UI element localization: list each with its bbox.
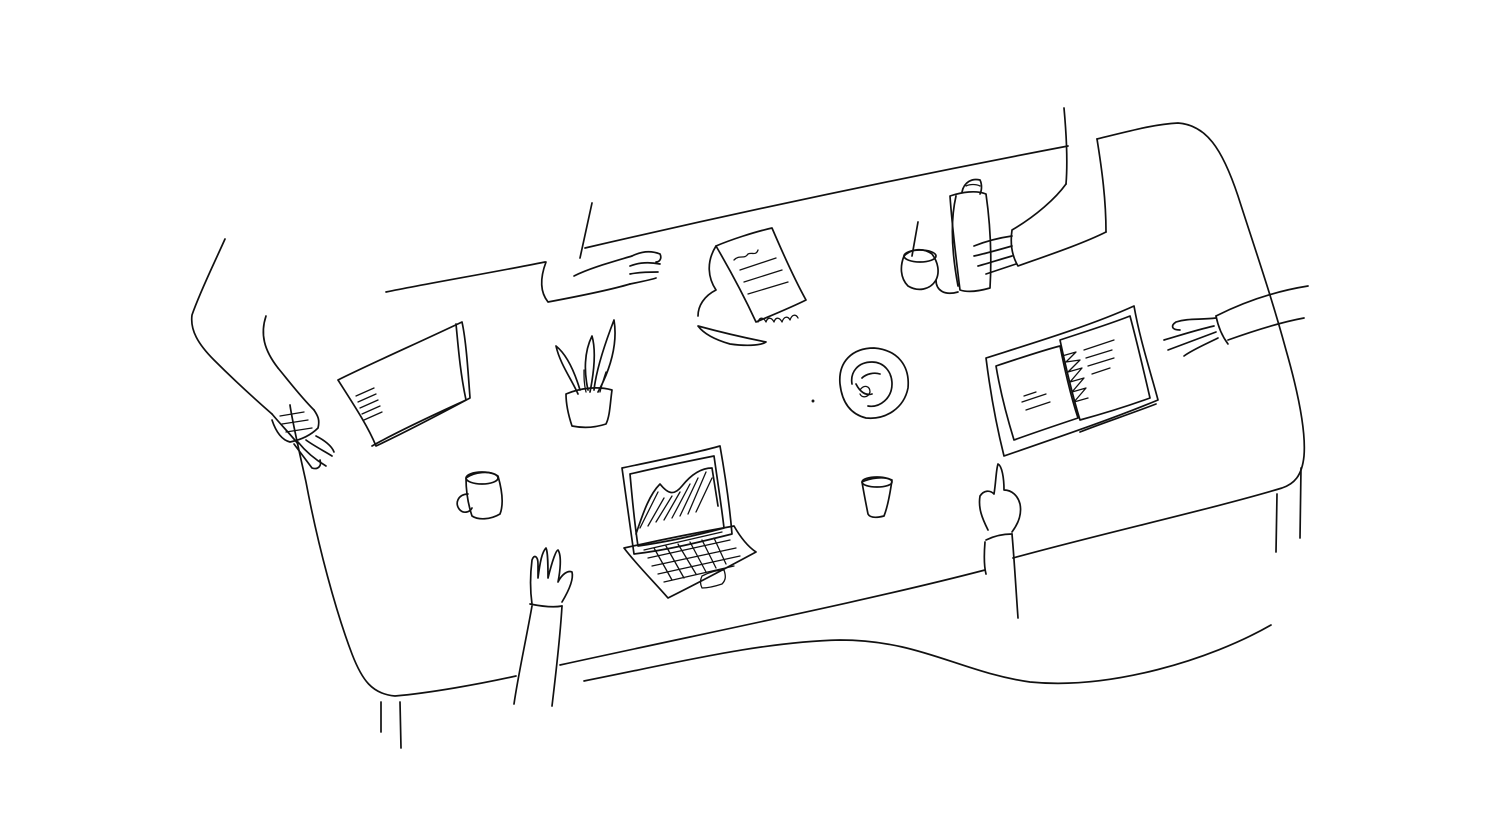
table-front-edge-left bbox=[289, 404, 517, 697]
person-bottom-hand bbox=[529, 547, 574, 605]
thermos-body bbox=[949, 190, 992, 293]
mug-rim bbox=[465, 471, 499, 485]
person-right-sleeve bbox=[1215, 285, 1309, 341]
laptop-closed-lid bbox=[337, 321, 471, 447]
person-bottom-arm bbox=[513, 547, 574, 707]
person-right-hand bbox=[1163, 317, 1219, 357]
binder-pen bbox=[1079, 403, 1157, 433]
mate-gourd-rim bbox=[903, 249, 937, 263]
laptop-closed-screen bbox=[371, 323, 467, 447]
person-left-hand bbox=[293, 435, 335, 470]
person-top-left-arm bbox=[540, 202, 662, 303]
person-bottom-right-hand bbox=[978, 463, 1022, 533]
croissant-plate bbox=[811, 347, 910, 419]
binder-page-left bbox=[995, 345, 1079, 441]
notepad-cord bbox=[697, 245, 717, 317]
person-top-right-hand bbox=[973, 235, 1017, 275]
plant-leaf-center bbox=[584, 335, 596, 393]
mate-straw bbox=[911, 221, 919, 257]
plant-stems bbox=[583, 369, 607, 393]
thermos bbox=[949, 178, 992, 293]
person-top-right-arm bbox=[973, 107, 1107, 275]
table-shadow-curve bbox=[583, 624, 1272, 685]
laptop-screen bbox=[621, 445, 733, 555]
table-left-side bbox=[262, 315, 279, 369]
person-left-cuff bbox=[271, 409, 320, 445]
binder-text-right bbox=[1083, 339, 1115, 375]
table-front-edge-mid bbox=[559, 569, 986, 666]
binder-cover bbox=[985, 305, 1159, 457]
thermos-lid-top bbox=[965, 183, 981, 187]
plant bbox=[555, 319, 616, 429]
person-bottom-right-sleeve bbox=[983, 533, 1019, 619]
person-top-left-sleeve bbox=[540, 261, 631, 303]
person-right-arm bbox=[1163, 285, 1309, 357]
person-left-arm bbox=[190, 238, 335, 470]
thermos-cap bbox=[961, 178, 983, 195]
croissant-detail bbox=[859, 385, 871, 398]
binder-page-right bbox=[1059, 315, 1151, 421]
notepad-page bbox=[715, 227, 807, 323]
laptop-chart-fill bbox=[639, 471, 713, 529]
binder-text-left bbox=[1021, 391, 1051, 411]
table-leg-left-2 bbox=[399, 701, 402, 749]
plant-leaf-left bbox=[555, 345, 581, 395]
person-left-sleeve bbox=[277, 367, 315, 411]
plant-leaf-right bbox=[593, 319, 616, 393]
plant-pot bbox=[565, 387, 613, 429]
croissant bbox=[850, 361, 893, 408]
laptop-screen-inner bbox=[629, 455, 725, 547]
laptop-keyboard bbox=[643, 531, 741, 583]
person-bottom-right-arm bbox=[978, 463, 1022, 619]
notepad-scribble bbox=[733, 249, 759, 261]
notepad-spiral bbox=[757, 314, 799, 323]
laptop-base bbox=[623, 525, 757, 599]
cup-rim bbox=[861, 476, 893, 488]
laptop-closed bbox=[337, 321, 471, 447]
binder-rings bbox=[1061, 351, 1089, 403]
mate-gourd-tail bbox=[935, 279, 959, 295]
binder-notebook bbox=[985, 305, 1159, 457]
mate-gourd-body bbox=[900, 248, 939, 291]
laptop-trackpad bbox=[699, 569, 726, 589]
notepad bbox=[697, 227, 807, 323]
table-back-edge-left bbox=[385, 261, 546, 293]
person-top-left-body bbox=[579, 202, 593, 259]
cup bbox=[861, 476, 893, 519]
mug-handle bbox=[456, 493, 473, 514]
thermos-handle bbox=[951, 195, 959, 287]
table-back-edge-right bbox=[1012, 122, 1306, 559]
person-bottom-cuff bbox=[529, 603, 563, 608]
person-top-left-hand bbox=[629, 250, 662, 285]
table-leg-right-1 bbox=[1275, 493, 1278, 553]
laptop-closed-keys bbox=[355, 387, 383, 421]
person-top-right-sleeve bbox=[1010, 183, 1107, 267]
notepad-lines bbox=[739, 257, 789, 295]
person-right-cuff bbox=[1215, 315, 1229, 345]
pen bbox=[697, 325, 767, 347]
plate-outer bbox=[839, 347, 910, 419]
person-top-right-body bbox=[1063, 107, 1107, 233]
coffee-mug bbox=[456, 471, 504, 520]
person-left-cuff-lines bbox=[279, 411, 313, 433]
table bbox=[262, 122, 1306, 749]
laptop-chart-line bbox=[635, 467, 719, 535]
laptop-open bbox=[621, 445, 757, 599]
table-back-edge-mid bbox=[584, 145, 1069, 249]
person-bottom-sleeve bbox=[513, 605, 563, 707]
crumb-dot bbox=[811, 399, 815, 403]
person-left-body bbox=[190, 238, 273, 415]
cup-body bbox=[861, 476, 893, 519]
person-top-left-forearm bbox=[573, 255, 633, 277]
person-bottom-right-cuff bbox=[985, 533, 1013, 541]
mate-gourd bbox=[900, 221, 959, 295]
table-leg-right-2 bbox=[1299, 467, 1302, 539]
pen-body bbox=[697, 325, 767, 347]
